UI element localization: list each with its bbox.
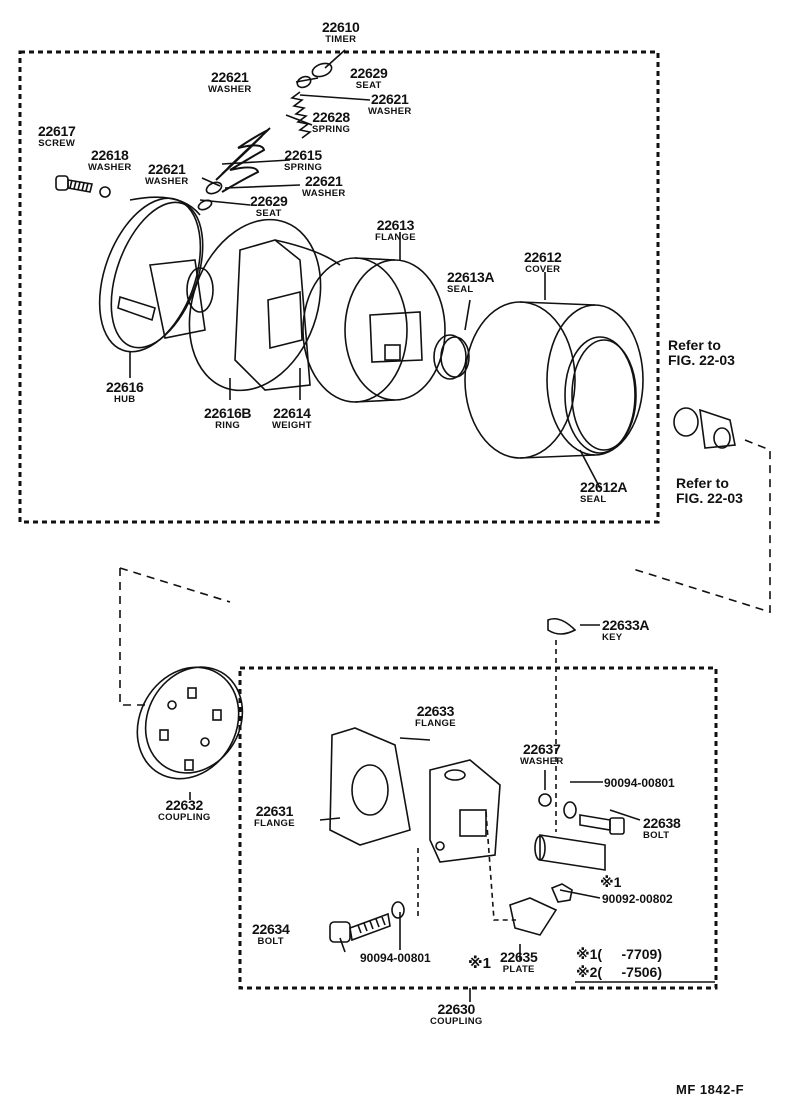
- label-22621-d: 22621 WASHER: [302, 173, 346, 199]
- notes-line-1: ※1( -7709): [576, 946, 662, 962]
- label-22621-c: 22621 WASHER: [145, 161, 189, 187]
- label-22614: 22614 WEIGHT: [272, 405, 312, 431]
- label-22612A: 22612A SEAL: [580, 479, 628, 505]
- key-22633A: [547, 617, 577, 635]
- label-22629-a: 22629 SEAT: [350, 65, 388, 91]
- ref-fig-22-03-top: Refer to FIG. 22-03: [668, 337, 735, 369]
- label-22635: 22635 PLATE: [500, 949, 538, 975]
- screw-22617: [55, 175, 93, 193]
- label-22630: 22630 COUPLING: [430, 1001, 483, 1027]
- washer-22618: [99, 186, 111, 198]
- code-90092-00802: 90092-00802: [602, 892, 673, 906]
- notes-line-2: ※2( -7506): [576, 964, 662, 980]
- spring-22615: [215, 127, 271, 193]
- label-22632: 22632 COUPLING: [158, 797, 211, 823]
- figure-code: MF 1842-F: [676, 1082, 745, 1097]
- fig-ref-leader: [629, 439, 771, 614]
- mark-1-pin: ※1: [600, 874, 622, 890]
- label-22610: 22610 TIMER: [322, 19, 360, 45]
- label-22612: 22612 COVER: [524, 249, 562, 275]
- label-22616B: 22616B RING: [204, 405, 252, 431]
- pin-mark-1: [534, 834, 606, 871]
- label-22616: 22616 HUB: [106, 379, 144, 405]
- mark-1-plate: ※1: [468, 955, 491, 972]
- fig-22-03-sleeve: [673, 407, 736, 449]
- spring-22628: [290, 91, 312, 139]
- label-22628: 22628 SPRING: [312, 109, 351, 135]
- seat-22629-top: [311, 62, 333, 78]
- label-22631: 22631 FLANGE: [254, 803, 295, 829]
- label-22618: 22618 WASHER: [88, 147, 132, 173]
- label-22629-b: 22629 SEAT: [250, 193, 288, 219]
- flange-22633: [429, 759, 501, 863]
- flange-22631: [329, 727, 411, 846]
- timer-to-coupling-leader: [119, 568, 145, 706]
- timer-group-boundary: [18, 50, 660, 524]
- plate-22635: [509, 897, 558, 936]
- label-22615: 22615 SPRING: [284, 147, 323, 173]
- label-22634: 22634 BOLT: [252, 921, 290, 947]
- label-22633: 22633 FLANGE: [415, 703, 456, 729]
- seal-22613A: [433, 334, 470, 380]
- code-90094-00801-right: 90094-00801: [604, 776, 675, 790]
- label-22637: 22637 WASHER: [520, 741, 564, 767]
- label-22613A: 22613A SEAL: [447, 269, 495, 295]
- plate-leader: [485, 811, 516, 921]
- bolt-22634: [329, 912, 391, 943]
- label-22633A: 22633A KEY: [602, 617, 650, 643]
- ring-22616B: [188, 218, 322, 392]
- coupling-group-boundary: [238, 666, 718, 990]
- nut-90092: [550, 883, 573, 903]
- bolt-22638: [579, 814, 625, 835]
- coupling-22632: [136, 666, 244, 780]
- label-22621-a: 22621 WASHER: [208, 69, 252, 95]
- flange-22613: [302, 257, 446, 403]
- code-90094-00801-bottom: 90094-00801: [360, 951, 431, 965]
- label-22621-b: 22621 WASHER: [368, 91, 412, 117]
- ref-fig-22-03-bottom: Refer to FIG. 22-03: [676, 475, 743, 507]
- cover-22612: [464, 301, 644, 459]
- timer-to-coupling-leader-b: [119, 567, 231, 603]
- label-22617: 22617 SCREW: [38, 123, 76, 149]
- label-22613: 22613 FLANGE: [375, 217, 416, 243]
- label-22638: 22638 BOLT: [643, 815, 681, 841]
